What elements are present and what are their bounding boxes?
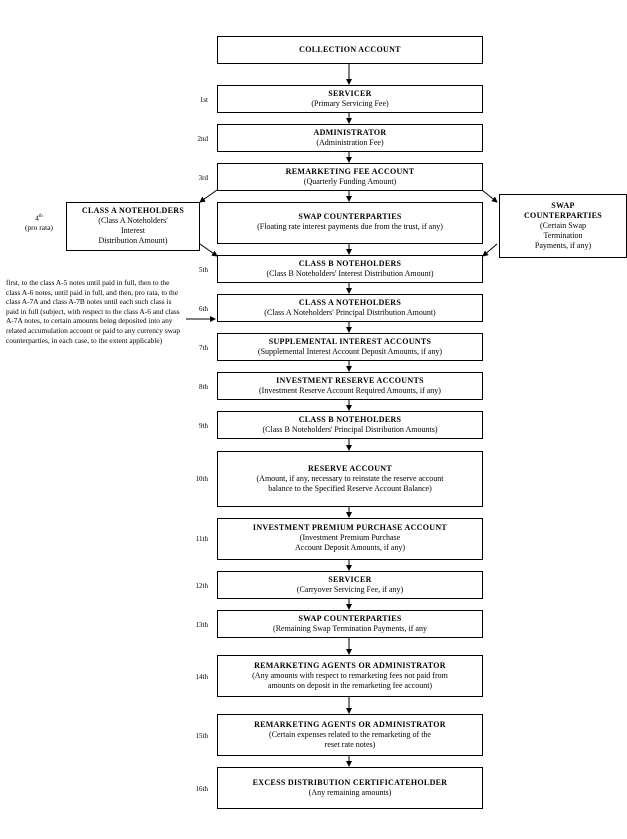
swap-termination-subtitle: (Certain Swap Termination Payments, if a… — [534, 221, 592, 250]
step-title: INVESTMENT RESERVE ACCOUNTS — [276, 376, 424, 385]
fourth-order: 4 — [35, 213, 39, 223]
step-subtitle: (Class B Noteholders' Principal Distribu… — [262, 425, 438, 434]
step-subtitle: (Any amounts with respect to remarketing… — [252, 671, 448, 690]
step-title: CLASS B NOTEHOLDERS — [298, 415, 402, 424]
step-subtitle: (Floating rate interest payments due fro… — [257, 222, 443, 231]
step-subtitle: (Remaining Swap Termination Payments, if… — [273, 624, 427, 633]
step-order: 16th — [195, 785, 208, 793]
step-order: 15th — [195, 732, 208, 740]
step-order: 13th — [195, 621, 208, 629]
step-title: EXCESS DISTRIBUTION CERTIFICATEHOLDER — [252, 778, 448, 787]
step-box-2: ADMINISTRATOR (Administration Fee) — [217, 124, 483, 152]
step-title: SUPPLEMENTAL INTEREST ACCOUNTS — [268, 337, 432, 346]
swap-termination-title: SWAP COUNTERPARTIES — [523, 201, 602, 220]
step-title: SERVICER — [328, 89, 372, 98]
step-box-11: INVESTMENT PREMIUM PURCHASE ACCOUNT (Inv… — [217, 518, 483, 560]
step-subtitle: (Administration Fee) — [316, 138, 384, 147]
sixth-allocation-note: first, to the class A-5 notes until paid… — [6, 278, 181, 345]
step-title: CLASS B NOTEHOLDERS — [298, 259, 402, 268]
fourth-order-suffix: th — [38, 214, 43, 219]
step-order: 1st — [199, 96, 208, 104]
step-order: 12th — [195, 582, 208, 590]
step-order: 3rd — [198, 174, 208, 182]
fourth-order-label: 4th (pro rata) — [14, 212, 64, 232]
step-subtitle: (Amount, if any, necessary to reinstate … — [256, 474, 444, 493]
step-title: REMARKETING AGENTS OR ADMINISTRATOR — [254, 661, 446, 670]
step-subtitle: (Investment Reserve Account Required Amo… — [259, 386, 441, 395]
step-title: REMARKETING FEE ACCOUNT — [285, 167, 415, 176]
step-order: 9th — [199, 422, 208, 430]
step-subtitle: (Any remaining amounts) — [308, 788, 392, 797]
collection-account-box: COLLECTION ACCOUNT — [217, 36, 483, 64]
step-box-3: REMARKETING FEE ACCOUNT (Quarterly Fundi… — [217, 163, 483, 191]
step-title: SWAP COUNTERPARTIES — [298, 212, 402, 221]
step-box-15: REMARKETING AGENTS OR ADMINISTRATOR (Cer… — [217, 714, 483, 756]
collection-account-title: COLLECTION ACCOUNT — [299, 45, 401, 54]
step-order: 7th — [199, 344, 208, 352]
step-box-14: REMARKETING AGENTS OR ADMINISTRATOR (Any… — [217, 655, 483, 697]
class-a-interest-box: CLASS A NOTEHOLDERS (Class A Noteholders… — [66, 202, 200, 251]
step-order: 10th — [195, 475, 208, 483]
step-order: 5th — [199, 266, 208, 274]
step-box-7: SUPPLEMENTAL INTEREST ACCOUNTS (Suppleme… — [217, 333, 483, 361]
step-subtitle: (Class A Noteholders' Principal Distribu… — [264, 308, 436, 317]
step-order: 8th — [199, 383, 208, 391]
step-box-6: CLASS A NOTEHOLDERS (Class A Noteholders… — [217, 294, 483, 322]
step-box-5: CLASS B NOTEHOLDERS (Class B Noteholders… — [217, 255, 483, 283]
step-subtitle: (Supplemental Interest Account Deposit A… — [257, 347, 443, 356]
step-subtitle: (Certain expenses related to the remarke… — [269, 730, 431, 749]
step-title: ADMINISTRATOR — [313, 128, 387, 137]
step-box-13: SWAP COUNTERPARTIES (Remaining Swap Term… — [217, 610, 483, 638]
step-box-8: INVESTMENT RESERVE ACCOUNTS (Investment … — [217, 372, 483, 400]
step-title: SERVICER — [328, 575, 372, 584]
step-subtitle: (Primary Servicing Fee) — [311, 99, 389, 108]
step-box-swap-floating: SWAP COUNTERPARTIES (Floating rate inter… — [217, 202, 483, 244]
step-order: 2nd — [197, 135, 209, 143]
step-box-1: SERVICER (Primary Servicing Fee) — [217, 85, 483, 113]
step-title: RESERVE ACCOUNT — [307, 464, 392, 473]
fourth-qualifier: (pro rata) — [24, 222, 54, 232]
step-title: SWAP COUNTERPARTIES — [298, 614, 402, 623]
step-subtitle: (Class B Noteholders' Interest Distribut… — [266, 269, 434, 278]
step-order: 6th — [199, 305, 208, 313]
step-title: REMARKETING AGENTS OR ADMINISTRATOR — [254, 720, 446, 729]
step-box-10: RESERVE ACCOUNT (Amount, if any, necessa… — [217, 451, 483, 507]
step-title: INVESTMENT PREMIUM PURCHASE ACCOUNT — [252, 523, 448, 532]
step-order: 11th — [195, 535, 208, 543]
step-title: CLASS A NOTEHOLDERS — [298, 298, 402, 307]
step-box-12: SERVICER (Carryover Servicing Fee, if an… — [217, 571, 483, 599]
class-a-interest-subtitle: (Class A Noteholders' Interest Distribut… — [98, 216, 168, 245]
step-subtitle: (Carryover Servicing Fee, if any) — [296, 585, 404, 594]
class-a-interest-title: CLASS A NOTEHOLDERS — [81, 206, 185, 215]
step-box-16: EXCESS DISTRIBUTION CERTIFICATEHOLDER (A… — [217, 767, 483, 809]
step-order: 14th — [195, 673, 208, 681]
step-subtitle: (Investment Premium Purchase Account Dep… — [295, 533, 405, 552]
swap-termination-box: SWAP COUNTERPARTIES (Certain Swap Termin… — [499, 194, 627, 258]
step-box-9: CLASS B NOTEHOLDERS (Class B Noteholders… — [217, 411, 483, 439]
step-subtitle: (Quarterly Funding Amount) — [303, 177, 397, 186]
